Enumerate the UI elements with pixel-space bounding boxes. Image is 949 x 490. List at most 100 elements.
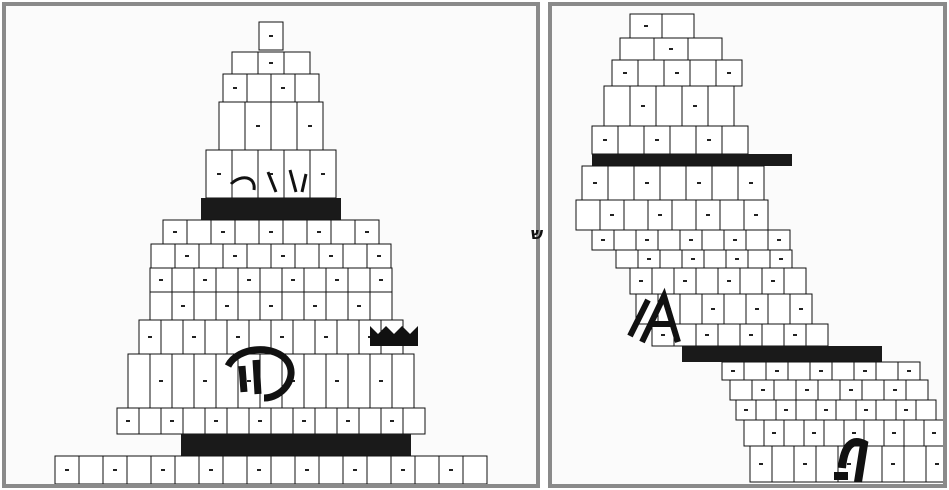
block-cell	[756, 400, 776, 420]
glyph-mark	[645, 182, 649, 184]
glyph-mark	[181, 305, 185, 307]
block-row	[736, 400, 936, 420]
block-cell	[662, 14, 694, 38]
glyph-mark	[647, 258, 651, 260]
block-row	[730, 380, 928, 400]
glyph-mark	[113, 469, 117, 471]
glyph-mark	[805, 389, 809, 391]
glyph-band	[682, 346, 882, 362]
block-cell	[343, 244, 367, 268]
block-cell	[656, 86, 682, 126]
block-cell	[784, 268, 806, 294]
glyph-mark	[645, 239, 649, 241]
block-cell	[836, 400, 856, 420]
block-cell	[172, 268, 194, 292]
glyph-mark	[377, 255, 381, 257]
block-row	[151, 244, 391, 268]
block-cell	[319, 456, 343, 484]
block-row	[232, 52, 310, 74]
right-image-panel[interactable]	[548, 2, 947, 488]
glyph-mark	[302, 420, 306, 422]
block-cell	[638, 60, 664, 86]
glyph-mark	[593, 182, 597, 184]
glyph-mark	[365, 231, 369, 233]
glyph-mark	[735, 258, 739, 260]
block-row	[259, 22, 283, 50]
block-row	[576, 200, 768, 230]
glyph-mark	[706, 214, 710, 216]
block-row	[604, 86, 734, 126]
block-cell	[702, 230, 724, 250]
glyph-mark	[907, 370, 911, 372]
glyph-mark	[661, 334, 665, 336]
glyph-band	[181, 434, 411, 456]
glyph-mark	[755, 308, 759, 310]
glyph-mark	[379, 380, 383, 382]
glyph-mark	[849, 389, 853, 391]
block-row	[55, 456, 487, 484]
block-cell	[463, 456, 487, 484]
glyph-mark	[932, 432, 936, 434]
block-cell	[235, 220, 259, 244]
block-row	[163, 220, 379, 244]
glyph-mark	[689, 239, 693, 241]
block-cell	[660, 250, 682, 268]
left-image-panel[interactable]	[2, 2, 540, 488]
glyph-mark	[203, 279, 207, 281]
block-cell	[139, 408, 161, 434]
glyph-mark	[324, 336, 328, 338]
glyph-mark	[675, 72, 679, 74]
glyph-mark	[847, 463, 851, 465]
block-cell	[658, 230, 680, 250]
glyph-mark	[313, 305, 317, 307]
glyph-mark	[401, 469, 405, 471]
block-cell	[183, 408, 205, 434]
glyph-mark	[305, 469, 309, 471]
block-cell	[652, 268, 674, 294]
glyph-mark	[357, 305, 361, 307]
block-cell	[614, 230, 636, 250]
glyph-mark	[217, 173, 221, 175]
block-cell	[712, 166, 738, 200]
glyph-mark	[691, 258, 695, 260]
glyph-mark	[449, 469, 453, 471]
glyph-mark	[214, 420, 218, 422]
glyph-mark	[257, 469, 261, 471]
block-cell	[172, 354, 194, 408]
block-cell	[862, 380, 884, 400]
block-cell	[624, 200, 648, 230]
glyph-mark	[639, 280, 643, 282]
block-cell	[337, 320, 359, 354]
block-cell	[199, 244, 223, 268]
glyph-mark	[603, 139, 607, 141]
block-cell	[744, 420, 764, 446]
glyph-mark	[159, 279, 163, 281]
block-cell	[772, 446, 794, 482]
glyph-mark	[705, 334, 709, 336]
block-cell	[722, 126, 748, 154]
block-cell	[232, 52, 258, 74]
block-cell	[326, 292, 348, 320]
block-cell	[748, 250, 770, 268]
block-cell	[238, 292, 260, 320]
block-cell	[127, 456, 151, 484]
glyph-mark	[772, 432, 776, 434]
glyph-mark	[784, 409, 788, 411]
glyph-mark	[256, 125, 260, 127]
glyph-mark	[759, 463, 763, 465]
glyph-mark	[658, 214, 662, 216]
block-cell	[576, 200, 600, 230]
block-cell	[708, 86, 734, 126]
block-cell	[205, 320, 227, 354]
block-cell	[762, 324, 784, 346]
block-cell	[284, 52, 310, 74]
glyph-mark	[623, 72, 627, 74]
glyph-mark	[126, 420, 130, 422]
block-row	[630, 268, 806, 294]
glyph-mark	[236, 336, 240, 338]
glyph-band	[201, 198, 341, 220]
block-cell	[247, 74, 271, 102]
block-cell	[348, 354, 370, 408]
glyph-mark	[761, 389, 765, 391]
